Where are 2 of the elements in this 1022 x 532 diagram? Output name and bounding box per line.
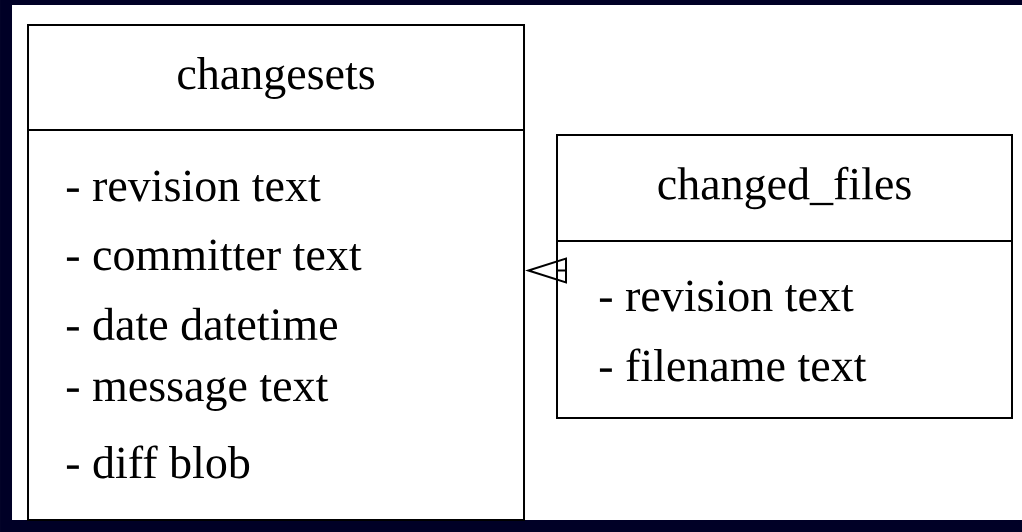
class-box: changesets - revision text - committer text - date datetime - message text - diff blob: [27, 24, 525, 521]
class-box: changed_files - revision text - filename text: [556, 134, 1013, 419]
